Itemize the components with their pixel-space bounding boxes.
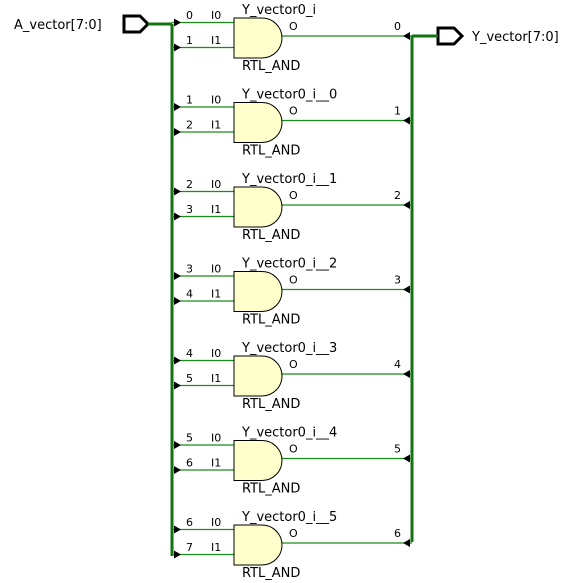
gate-type-label: RTL_AND	[242, 313, 300, 328]
pin-label-i1: I1	[211, 203, 221, 216]
gate-name: Y_vector0_i__3	[241, 341, 337, 356]
pin-label-o: O	[289, 358, 298, 371]
bit-index-label: 1	[186, 34, 193, 47]
gate-name: Y_vector0_i__2	[241, 257, 337, 272]
tap-arrow-icon	[174, 297, 181, 305]
gate-name: Y_vector0_i__0	[241, 88, 337, 103]
bit-index-label: 6	[186, 516, 193, 529]
pin-label-i1: I1	[211, 34, 221, 47]
pin-label-i0: I0	[211, 432, 221, 445]
gate-type-label: RTL_AND	[242, 144, 300, 159]
pin-label-i0: I0	[211, 9, 221, 22]
pin-label-i1: I1	[211, 457, 221, 470]
bit-index-label: 3	[186, 263, 193, 276]
tap-arrow-icon	[403, 539, 410, 547]
and-gate-icon	[233, 186, 283, 228]
bit-index-label: 2	[186, 119, 193, 132]
bit-index-label: 4	[186, 288, 193, 301]
bit-index-label: 6	[186, 457, 193, 470]
tap-arrow-icon	[174, 381, 181, 390]
output-port-label: Y_vector[7:0]	[471, 30, 559, 45]
output-port-arrow-icon	[436, 26, 465, 46]
bit-index-label: 3	[394, 274, 401, 287]
tap-arrow-icon	[174, 356, 181, 365]
bit-index-label: 1	[394, 105, 401, 118]
gate-name: Y_vector0_i__1	[241, 172, 337, 187]
tap-arrow-icon	[174, 525, 181, 534]
pin-label-i1: I1	[211, 541, 221, 554]
tap-arrow-icon	[174, 441, 181, 449]
bit-index-label: 2	[394, 189, 401, 202]
gate-name: Y_vector0_i	[241, 3, 316, 18]
tap-arrow-icon	[174, 128, 181, 136]
bit-index-label: 4	[186, 347, 193, 360]
pin-label-i0: I0	[211, 347, 221, 360]
bit-index-label: 1	[186, 94, 193, 107]
gate-name: Y_vector0_i__5	[241, 510, 337, 525]
pin-label-i0: I0	[211, 263, 221, 276]
gate-type-label: RTL_AND	[242, 59, 300, 74]
pin-label-o: O	[289, 527, 298, 540]
and-gate-icon	[233, 102, 283, 143]
tap-arrow-icon	[403, 285, 410, 294]
output-port[interactable]: Y_vector[7:0]	[436, 26, 559, 46]
input-port-arrow-icon	[122, 14, 151, 34]
bit-index-label: 4	[394, 358, 401, 371]
pin-label-o: O	[289, 443, 298, 456]
gates-layer: Y_vector0_iI0I1O010RTL_ANDY_vector0_i__0…	[172, 3, 412, 581]
pin-label-i0: I0	[211, 94, 221, 107]
pin-label-o: O	[289, 105, 298, 118]
and-gate-icon	[233, 355, 283, 397]
bit-index-label: 5	[394, 443, 401, 456]
and-gate-icon	[233, 524, 283, 566]
bit-index-label: 5	[186, 372, 193, 385]
tap-arrow-icon	[174, 103, 181, 111]
tap-arrow-icon	[403, 116, 410, 125]
and-gate-icon	[233, 17, 283, 59]
tap-arrow-icon	[174, 187, 181, 196]
gate-type-label: RTL_AND	[242, 482, 300, 497]
pin-label-i1: I1	[211, 119, 221, 132]
bit-index-label: 2	[186, 178, 193, 191]
bit-index-label: 6	[394, 527, 401, 540]
tap-arrow-icon	[174, 212, 181, 221]
input-port[interactable]: A_vector[7:0]	[14, 14, 151, 34]
tap-arrow-icon	[174, 550, 181, 559]
pin-label-i0: I0	[211, 516, 221, 529]
bit-index-label: 3	[186, 203, 193, 216]
tap-arrow-icon	[403, 32, 410, 40]
tap-arrow-icon	[403, 201, 410, 209]
tap-arrow-icon	[174, 18, 181, 27]
tap-arrow-icon	[174, 43, 181, 52]
pin-label-o: O	[289, 274, 298, 287]
pin-label-o: O	[289, 189, 298, 202]
pin-label-o: O	[289, 20, 298, 33]
gate-name: Y_vector0_i__4	[241, 426, 337, 441]
tap-arrow-icon	[403, 454, 410, 463]
input-port-label: A_vector[7:0]	[14, 18, 102, 33]
bit-index-label: 0	[394, 20, 401, 33]
and-gate-icon	[233, 271, 283, 312]
tap-arrow-icon	[403, 370, 410, 378]
pin-label-i0: I0	[211, 178, 221, 191]
pin-label-i1: I1	[211, 372, 221, 385]
bit-index-label: 7	[186, 541, 193, 554]
gate-type-label: RTL_AND	[242, 566, 300, 581]
bit-index-label: 0	[186, 9, 193, 22]
bit-index-label: 5	[186, 432, 193, 445]
gate-type-label: RTL_AND	[242, 228, 300, 243]
pin-label-i1: I1	[211, 288, 221, 301]
gate-type-label: RTL_AND	[242, 397, 300, 412]
and-gate-icon	[233, 440, 283, 481]
tap-arrow-icon	[174, 272, 181, 280]
tap-arrow-icon	[174, 466, 181, 474]
